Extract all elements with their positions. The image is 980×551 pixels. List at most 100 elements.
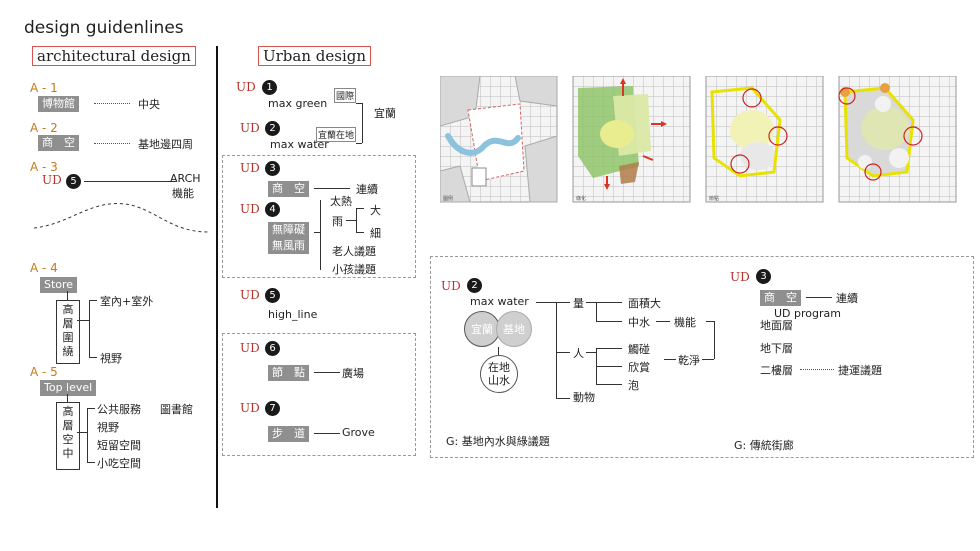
a4-box: Store — [40, 277, 78, 293]
a5-item: 小吃空間 — [97, 457, 141, 470]
a4-bracket — [89, 300, 90, 358]
a2-connector — [94, 143, 130, 144]
map-label: 圖例 — [443, 195, 453, 202]
a3-ud-label: UD — [42, 173, 62, 187]
ud4-item: 小孩議題 — [332, 263, 376, 276]
ud7-connector — [314, 433, 340, 434]
merge-target: 宜蘭 — [374, 107, 396, 120]
a5-bracket-bottom — [87, 462, 95, 463]
ud4-bracket — [320, 200, 321, 270]
street-caption: G: 傳統街廊 — [734, 439, 794, 452]
water-node: 泡 — [628, 379, 639, 392]
a5-box: Top level — [40, 380, 97, 396]
street-item: 地面層 — [760, 319, 793, 332]
ud2-label: UD — [240, 121, 260, 135]
people-connector — [586, 352, 596, 353]
ud4-label: UD — [240, 202, 260, 216]
merge-bracket-bottom — [356, 143, 362, 144]
circle-site: 基地 — [496, 311, 532, 347]
map-water: 圖例 — [440, 76, 558, 203]
ud2-tag: 宜蘭在地 — [316, 127, 357, 142]
street-dotted-connector — [800, 369, 834, 370]
ud4-rain-branch — [346, 220, 356, 221]
a4-item: 室內+室外 — [100, 295, 154, 308]
ud4-item: 細 — [370, 227, 381, 240]
a2-box: 商 空 — [38, 135, 79, 151]
merge-bracket-top — [356, 103, 362, 104]
a5-bracket — [87, 408, 88, 462]
ud7-target: Grove — [342, 426, 375, 439]
a3-target-function: 機能 — [172, 187, 194, 200]
a4-item: 視野 — [100, 352, 122, 365]
ud5-text: high_line — [268, 308, 318, 321]
urban-design-heading: Urban design — [258, 46, 372, 66]
map-green: 綠化 — [572, 76, 691, 203]
water-branch-people — [556, 352, 570, 353]
map-nodes: 節點 — [705, 76, 824, 203]
ud2-number-badge: 2 — [265, 121, 280, 136]
map-plan — [838, 76, 957, 203]
quantity-bracket — [596, 302, 597, 321]
ud2-text: max water — [270, 138, 329, 151]
circle-stem — [498, 347, 499, 355]
ud7-label: UD — [240, 401, 260, 415]
ud4-number-badge: 4 — [265, 202, 280, 217]
ud4-item: 大 — [370, 204, 381, 217]
a4-vertical-box: 高 層 圍 繞 — [56, 300, 80, 364]
ud6-target: 廣場 — [342, 367, 364, 380]
ud3-box: 商 空 — [268, 181, 309, 197]
merge-bracket — [362, 103, 363, 143]
water-node: 觸碰 — [628, 343, 650, 356]
a1-connector — [94, 103, 130, 104]
street-item: 二樓層 — [760, 364, 793, 377]
a5-branch — [77, 432, 87, 433]
a5-vertical-box: 高 層 空 中 — [56, 402, 80, 470]
map-label: 綠化 — [576, 195, 586, 202]
ud6-number-badge: 6 — [265, 341, 280, 356]
a1-code: A - 1 — [30, 81, 58, 95]
water-branch-quantity — [556, 302, 570, 303]
ud5-number-badge: 5 — [265, 288, 280, 303]
water-title: max water — [470, 295, 529, 308]
ud4-branch — [314, 232, 320, 233]
a5-item: 圖書館 — [160, 403, 193, 416]
guideline-detail-group — [430, 256, 974, 458]
ud1-label: UD — [236, 80, 256, 94]
page-title: design guidenlines — [24, 18, 184, 38]
ud4-rain-bottom — [356, 232, 364, 233]
ud6-connector — [314, 372, 340, 373]
water-tree-trunk — [556, 302, 557, 399]
water-node: 欣賞 — [628, 361, 650, 374]
a2-target: 基地邊四周 — [138, 138, 193, 151]
site-maps: 圖例 綠化 節點 — [440, 76, 957, 203]
function-bracket — [714, 321, 715, 359]
ud3-label: UD — [240, 161, 260, 175]
a5-item: 視野 — [97, 421, 119, 434]
ud1-number-badge: 1 — [262, 80, 277, 95]
a3-code: A - 3 — [30, 160, 58, 174]
ud7-box: 步 道 — [268, 426, 309, 442]
a4-bracket-top — [89, 300, 97, 301]
water-node: 量 — [573, 297, 584, 310]
a4-code: A - 4 — [30, 261, 58, 275]
ud4-rain-top — [356, 208, 364, 209]
map-label: 節點 — [709, 195, 719, 202]
people-mid — [596, 366, 622, 367]
water-node: 人 — [573, 347, 584, 360]
ud4-item: 雨 — [332, 215, 343, 228]
quantity-top — [596, 302, 622, 303]
street-item: 捷運議題 — [838, 364, 882, 377]
a4-bracket-bottom — [89, 357, 97, 358]
middle-water-connector — [656, 321, 670, 322]
ud3-ud4-group — [222, 155, 416, 278]
ud6-label: UD — [240, 341, 260, 355]
people-bottom — [596, 384, 622, 385]
ud4-item: 太熱 — [330, 195, 352, 208]
ud4-box-shelter: 無風雨 — [268, 238, 309, 254]
ud5-label: UD — [240, 288, 260, 302]
architectural-design-heading: architectural design — [32, 46, 196, 66]
function-top — [706, 321, 714, 322]
water-node: 乾淨 — [676, 352, 702, 368]
ud3-number-badge: 3 — [265, 161, 280, 176]
street-ud-label: UD — [730, 270, 750, 284]
